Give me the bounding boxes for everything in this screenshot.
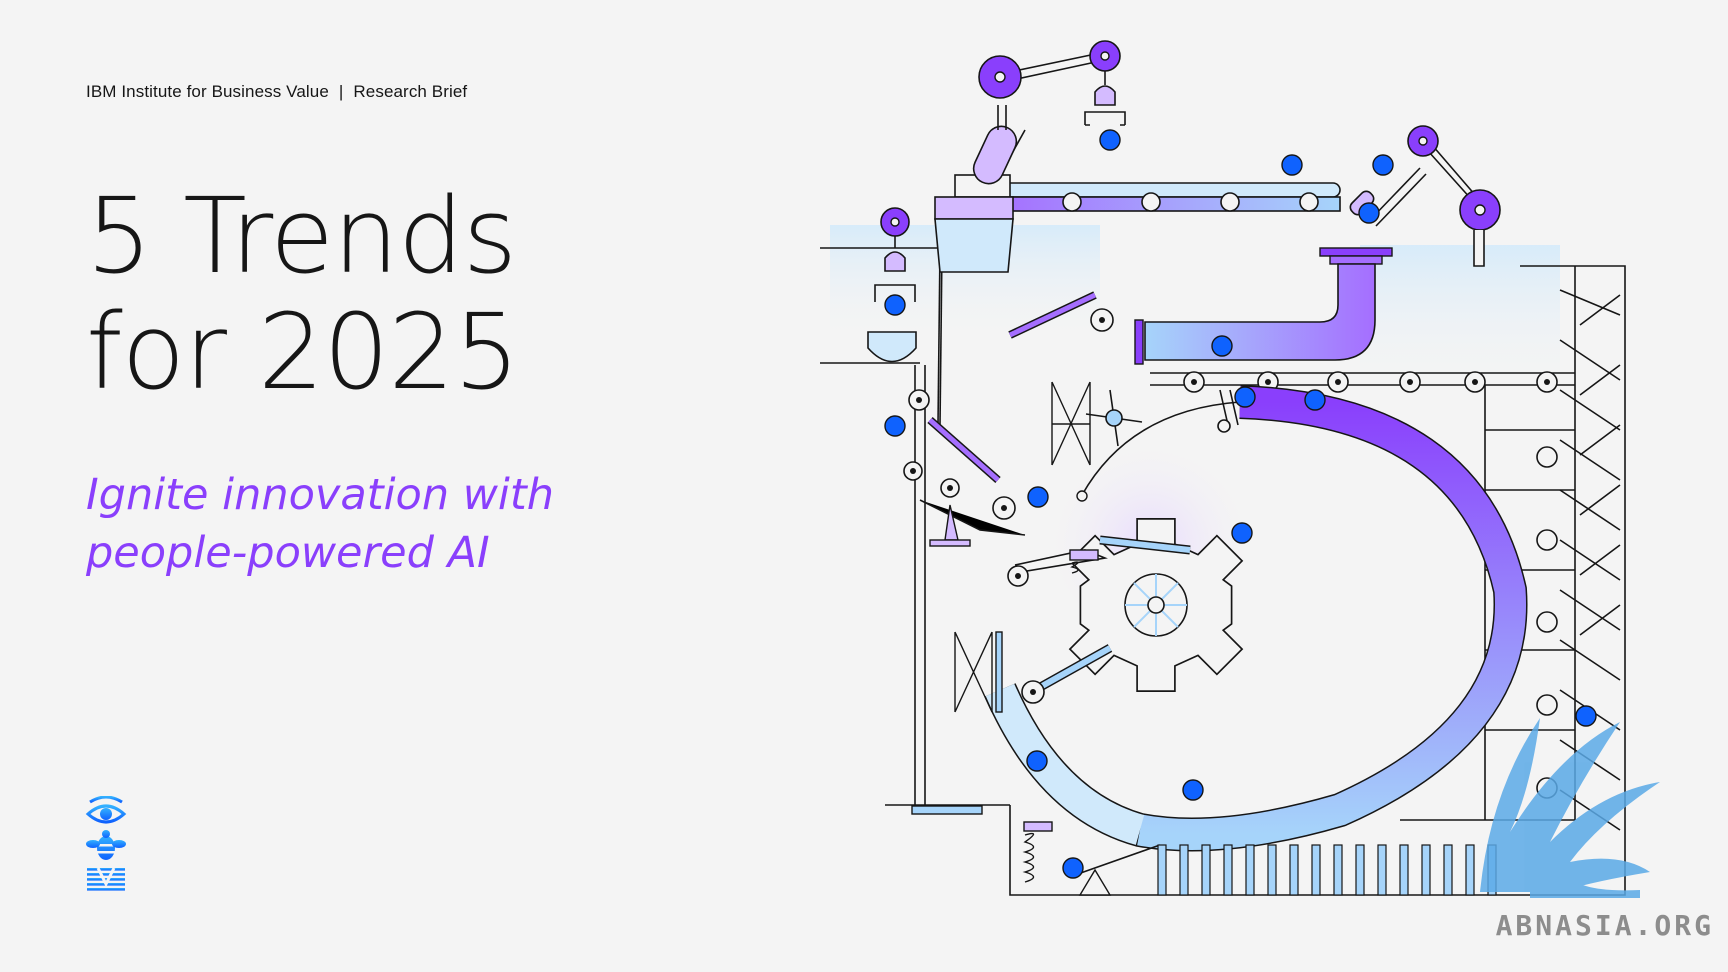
page-title: 5 Trends for 2025 <box>86 175 520 413</box>
subtitle-line-2: people-powered AI <box>86 528 490 578</box>
watermark-text: ABNASIA.ORG <box>1495 909 1714 942</box>
document-type: Research Brief <box>353 82 468 101</box>
brand-line: IBM Institute for Business Value | Researc… <box>86 82 467 102</box>
title-line-2: for 2025 <box>86 291 520 413</box>
subtitle: Ignite innovation with people-powered AI <box>86 466 554 582</box>
subtitle-line-1: Ignite innovation with <box>86 470 554 520</box>
ibm-eye-bee-m-rebus-icon <box>85 796 127 891</box>
header-separator: | <box>338 82 344 101</box>
title-line-1: 5 Trends <box>86 175 517 297</box>
publisher-name: IBM Institute for Business Value <box>86 82 329 101</box>
dragon-watermark-icon <box>1480 718 1660 898</box>
